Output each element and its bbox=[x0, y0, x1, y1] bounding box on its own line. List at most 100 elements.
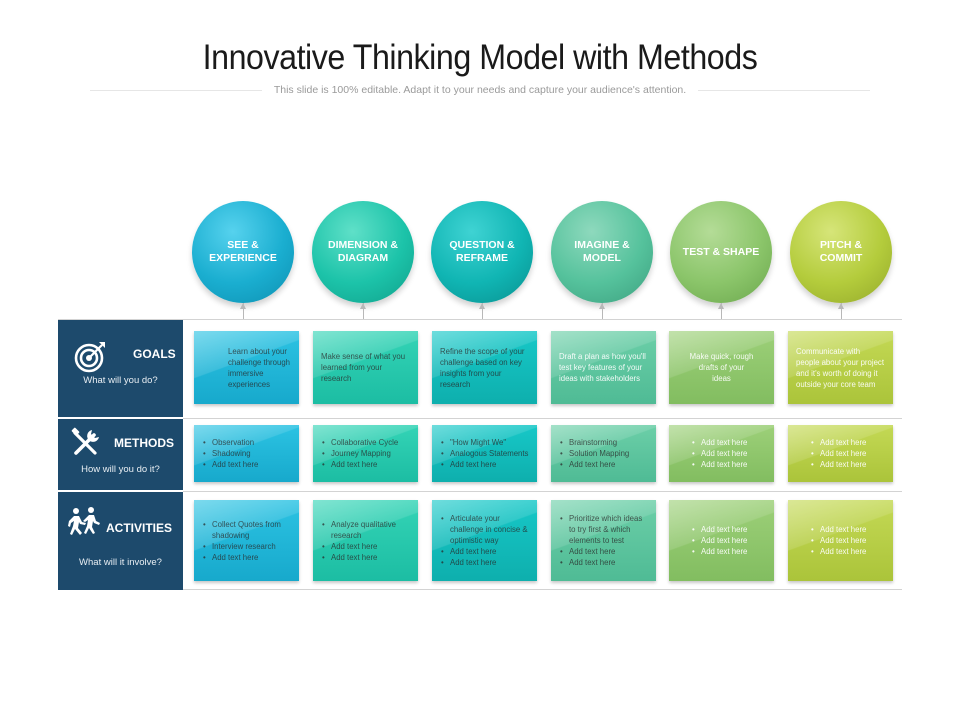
card-text: Make sense of what you learned from your… bbox=[321, 352, 406, 383]
card-bullet: Add text here bbox=[440, 546, 529, 557]
card-bullet: Add text here bbox=[321, 552, 410, 563]
card-bullet: Add text here bbox=[559, 459, 648, 470]
card-bullet: Add text here bbox=[810, 437, 885, 448]
stage-label: SEE & EXPERIENCE bbox=[209, 239, 277, 264]
grid-line-1 bbox=[58, 418, 902, 419]
method-card: Collect Quotes from shadowingInterview r… bbox=[194, 500, 299, 581]
card-bullet: Add text here bbox=[691, 546, 766, 557]
row-header-goals: GOALS What will you do? bbox=[58, 320, 183, 418]
card-bullet-list: Collaborative CycleJourney MappingAdd te… bbox=[321, 437, 410, 470]
connector-arrow-icon bbox=[360, 303, 366, 309]
card-bullet: Interview research bbox=[202, 541, 291, 552]
connector-arrow-icon bbox=[479, 303, 485, 309]
page-subtitle: This slide is 100% editable. Adapt it to… bbox=[273, 84, 687, 96]
card-text: Communicate with people about your proje… bbox=[796, 346, 884, 389]
method-card: Make sense of what you learned from your… bbox=[313, 331, 418, 404]
card-bullet: Add text here bbox=[691, 459, 766, 470]
stage-circle: TEST & SHAPE bbox=[670, 201, 772, 303]
connector-arrow-icon bbox=[718, 303, 724, 309]
card-bullet-list: Add text hereAdd text hereAdd text here bbox=[677, 437, 766, 470]
method-card: ObservationShadowingAdd text here bbox=[194, 425, 299, 482]
card-bullet: Add text here bbox=[321, 541, 410, 552]
connector-arrow-icon bbox=[838, 303, 844, 309]
card-bullet: Journey Mapping bbox=[321, 448, 410, 459]
card-bullet: Prioritize which ideas to try first & wh… bbox=[559, 513, 648, 546]
running-people-icon bbox=[68, 507, 100, 535]
stage-circle: PITCH & COMMIT bbox=[790, 201, 892, 303]
row-question: How will you do it? bbox=[81, 464, 160, 475]
card-bullet: Articulate your challenge in concise & o… bbox=[440, 513, 529, 546]
method-card: Communicate with people about your proje… bbox=[788, 331, 893, 404]
connector-arrow-icon bbox=[599, 303, 605, 309]
card-bullet: Observation bbox=[202, 437, 291, 448]
stage-circle: DIMENSION & DIAGRAM bbox=[312, 201, 414, 303]
card-bullet: Add text here bbox=[810, 524, 885, 535]
card-bullet: Add text here bbox=[440, 557, 529, 568]
card-bullet: Collaborative Cycle bbox=[321, 437, 410, 448]
card-bullet-list: Add text hereAdd text hereAdd text here bbox=[796, 524, 885, 557]
stage-connector bbox=[243, 303, 244, 320]
card-bullet: Solution Mapping bbox=[559, 448, 648, 459]
card-bullet-list: ObservationShadowingAdd text here bbox=[202, 437, 291, 470]
card-bullet: Add text here bbox=[810, 459, 885, 470]
stage-circle: SEE & EXPERIENCE bbox=[192, 201, 294, 303]
card-bullet: Brainstorming bbox=[559, 437, 648, 448]
card-bullet: Add text here bbox=[440, 459, 529, 470]
method-card: Add text hereAdd text hereAdd text here bbox=[788, 500, 893, 581]
method-card: BrainstormingSolution MappingAdd text he… bbox=[551, 425, 656, 482]
row-header-separator bbox=[58, 490, 183, 492]
card-bullet: Collect Quotes from shadowing bbox=[202, 519, 291, 541]
card-bullet: Add text here bbox=[810, 535, 885, 546]
row-name: ACTIVITIES bbox=[106, 521, 173, 535]
stage-connector bbox=[363, 303, 364, 320]
stage-circle: IMAGINE & MODEL bbox=[551, 201, 653, 303]
method-card: "How Might We"Analogous StatementsAdd te… bbox=[432, 425, 537, 482]
stage-circle: QUESTION & REFRAME bbox=[431, 201, 533, 303]
method-card: Add text hereAdd text hereAdd text here bbox=[788, 425, 893, 482]
card-text: Make quick, rough drafts of your ideas bbox=[689, 352, 754, 383]
row-header-separator bbox=[58, 417, 183, 419]
card-bullet: Add text here bbox=[691, 524, 766, 535]
card-bullet-list: BrainstormingSolution MappingAdd text he… bbox=[559, 437, 648, 470]
row-header-activities: ACTIVITIES What will it involve? bbox=[58, 492, 183, 590]
subtitle-row: This slide is 100% editable. Adapt it to… bbox=[90, 82, 871, 98]
grid-line-2 bbox=[58, 491, 902, 492]
card-bullet-list: "How Might We"Analogous StatementsAdd te… bbox=[440, 437, 529, 470]
connector-arrow-icon bbox=[240, 303, 246, 309]
stage-connector bbox=[841, 303, 842, 320]
card-bullet: Shadowing bbox=[202, 448, 291, 459]
subtitle-rule-right bbox=[698, 89, 871, 91]
method-card: Analyze qualitative researchAdd text her… bbox=[313, 500, 418, 581]
card-bullet: Add text here bbox=[810, 448, 885, 459]
card-bullet: Add text here bbox=[559, 546, 648, 557]
stage-connector bbox=[482, 303, 483, 320]
card-bullet: Analyze qualitative research bbox=[321, 519, 410, 541]
method-card: Collaborative CycleJourney MappingAdd te… bbox=[313, 425, 418, 482]
stage-connector bbox=[602, 303, 603, 320]
card-text: Refine the scope of your challenge based… bbox=[440, 346, 525, 389]
card-bullet-list: Prioritize which ideas to try first & wh… bbox=[559, 513, 648, 568]
row-name: GOALS bbox=[133, 347, 176, 361]
stage-label: TEST & SHAPE bbox=[682, 245, 760, 258]
page-title: Innovative Thinking Model with Methods bbox=[202, 38, 758, 77]
card-text: Draft a plan as how you'll test key feat… bbox=[559, 352, 646, 383]
card-bullet-list: Add text hereAdd text hereAdd text here bbox=[796, 437, 885, 470]
card-bullet-list: Analyze qualitative researchAdd text her… bbox=[321, 519, 410, 563]
row-question: What will you do? bbox=[83, 375, 158, 386]
grid-line-bottom bbox=[58, 589, 902, 590]
method-card: Prioritize which ideas to try first & wh… bbox=[551, 500, 656, 581]
card-bullet: "How Might We" bbox=[440, 437, 529, 448]
method-card: Add text hereAdd text hereAdd text here bbox=[669, 425, 774, 482]
card-text: Learn about your challenge through immer… bbox=[228, 346, 290, 389]
method-card: Learn about your challenge through immer… bbox=[194, 331, 299, 404]
method-card: Articulate your challenge in concise & o… bbox=[432, 500, 537, 581]
target-icon bbox=[74, 342, 105, 373]
subtitle-rule-left bbox=[90, 89, 262, 91]
method-card: Add text hereAdd text hereAdd text here bbox=[669, 500, 774, 581]
stage-label: PITCH & COMMIT bbox=[819, 239, 863, 264]
row-name: METHODS bbox=[114, 436, 174, 450]
method-card: Make quick, rough drafts of your ideas bbox=[669, 331, 774, 404]
stage-label: IMAGINE & MODEL bbox=[574, 239, 630, 264]
card-bullet-list: Collect Quotes from shadowingInterview r… bbox=[202, 519, 291, 563]
stage-label: QUESTION & REFRAME bbox=[449, 239, 515, 264]
